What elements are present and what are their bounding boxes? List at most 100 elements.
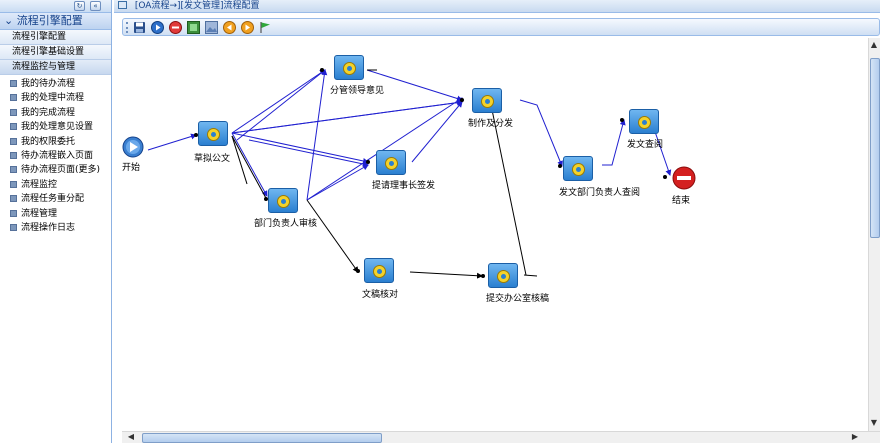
edge: [602, 119, 626, 166]
collapse-icon[interactable]: «: [90, 1, 101, 11]
edge: [306, 199, 359, 273]
end-label: 结束: [672, 196, 691, 206]
chevron-down-icon: ⌄: [4, 14, 14, 27]
edge: [523, 274, 538, 277]
sidebar-item-monitor[interactable]: 流程监控: [0, 178, 111, 192]
task-label: 提请理事长签发: [372, 181, 436, 191]
play-icon[interactable]: [151, 21, 164, 34]
list-icon: [10, 166, 17, 174]
toolbar-grip[interactable]: [126, 22, 129, 33]
sidebar-item-reassign[interactable]: 流程任务重分配: [0, 192, 111, 206]
sidebar-list: 我的待办流程 我的处理中流程 我的完成流程 我的处理意见设置 我的权限委托 待办…: [0, 75, 111, 235]
sidebar-item-in-progress[interactable]: 我的处理中流程: [0, 91, 111, 105]
task-box: [629, 109, 659, 134]
list-icon: [10, 180, 17, 188]
horizontal-scroll-thumb[interactable]: [142, 433, 382, 443]
window-title-bar: [OA流程→][发文管理]流程配置: [114, 0, 880, 13]
list-icon: [10, 195, 17, 203]
task-label: 草拟公文: [194, 154, 231, 164]
list-icon: [10, 80, 17, 87]
scroll-right-icon[interactable]: ▶: [851, 432, 859, 441]
list-icon: [10, 94, 17, 102]
edge: [489, 99, 527, 276]
gear-icon: [343, 62, 356, 75]
task-box: [364, 258, 394, 283]
sidebar-section-engine-basic[interactable]: 流程引擎基础设置: [0, 45, 111, 60]
list-icon: [10, 137, 17, 145]
scroll-up-icon[interactable]: ▲: [870, 40, 878, 49]
task-box: [376, 150, 406, 175]
sidebar: ↻ « ⌄ 流程引擎配置 流程引擎配置 流程引擎基础设置 流程监控与管理 我的待…: [0, 0, 112, 443]
sidebar-item-completed[interactable]: 我的完成流程: [0, 106, 111, 120]
gear-icon: [481, 95, 494, 108]
edge: [411, 101, 463, 163]
horizontal-scrollbar[interactable]: ◀ ▶: [122, 431, 880, 443]
list-icon: [10, 223, 17, 231]
end-icon: [672, 166, 696, 190]
edge: [147, 133, 197, 151]
edge: [231, 135, 268, 201]
vertical-scroll-thumb[interactable]: [870, 58, 880, 238]
sidebar-section-monitor[interactable]: 流程监控与管理: [0, 60, 111, 75]
edge: [231, 135, 248, 185]
image-icon[interactable]: [187, 21, 200, 34]
refresh-icon[interactable]: ↻: [74, 1, 85, 11]
sidebar-header-label: 流程引擎配置: [16, 14, 83, 27]
gear-icon: [385, 157, 398, 170]
gear-icon: [638, 116, 651, 129]
window-icon: [118, 1, 127, 9]
list-icon: [10, 209, 17, 217]
start-label: 开始: [122, 163, 141, 173]
main-panel: [OA流程→][发文管理]流程配置: [114, 0, 880, 443]
edge: [306, 164, 369, 201]
task-box: [268, 188, 298, 213]
task-label: 分管领导意见: [330, 86, 385, 96]
stop-icon[interactable]: [169, 21, 182, 34]
task-box: [563, 156, 593, 181]
move-left-icon[interactable]: [223, 21, 236, 34]
task-label: 部门负责人审核: [254, 219, 318, 229]
toolbar: [122, 18, 880, 36]
edge: [231, 101, 463, 134]
move-right-icon[interactable]: [241, 21, 254, 34]
list-icon: [10, 108, 17, 116]
edge: [231, 69, 326, 134]
task-box: [198, 121, 228, 146]
edge: [409, 271, 483, 279]
gear-icon: [207, 128, 220, 141]
sidebar-item-embed-page[interactable]: 待办流程嵌入页面: [0, 149, 111, 163]
end-node[interactable]: 结束: [672, 166, 696, 206]
sidebar-item-log[interactable]: 流程操作日志: [0, 221, 111, 235]
sidebar-item-more-page[interactable]: 待办流程页面(更多): [0, 163, 111, 177]
scroll-left-icon[interactable]: ◀: [127, 432, 135, 441]
edge: [236, 69, 326, 141]
sidebar-item-opinion-settings[interactable]: 我的处理意见设置: [0, 120, 111, 134]
workflow-edges: [147, 68, 672, 279]
edge: [231, 132, 369, 164]
flag-icon[interactable]: [259, 21, 272, 34]
start-icon: [122, 136, 144, 158]
task-box: [488, 263, 518, 288]
scroll-down-icon[interactable]: ▼: [870, 418, 878, 427]
picture-icon[interactable]: [205, 21, 218, 34]
task-label: 发文部门负责人查阅: [559, 188, 641, 198]
sidebar-item-manage[interactable]: 流程管理: [0, 207, 111, 221]
task-box: [334, 55, 364, 80]
sidebar-item-delegation[interactable]: 我的权限委托: [0, 135, 111, 149]
vertical-scrollbar[interactable]: ▲ ▼: [868, 38, 880, 431]
sidebar-section-engine-config[interactable]: 流程引擎配置: [0, 30, 111, 45]
edge: [519, 99, 563, 167]
workflow-canvas[interactable]: 开始 结束 草拟公文 分管领导意见 提请理事长签发 部门负责人审核 文稿核对: [122, 40, 868, 430]
start-node[interactable]: 开始: [122, 136, 144, 173]
task-box: [472, 88, 502, 113]
task-label: 提交办公室核稿: [486, 294, 550, 304]
gear-icon: [373, 265, 386, 278]
save-icon[interactable]: [133, 21, 146, 34]
sidebar-header[interactable]: ⌄ 流程引擎配置: [0, 13, 111, 30]
list-icon: [10, 151, 17, 159]
list-icon: [10, 123, 17, 131]
task-label: 发文查阅: [627, 140, 664, 150]
edge: [248, 139, 369, 167]
window-title: [OA流程→][发文管理]流程配置: [134, 1, 260, 11]
sidebar-item-todo[interactable]: 我的待办流程: [0, 77, 111, 91]
